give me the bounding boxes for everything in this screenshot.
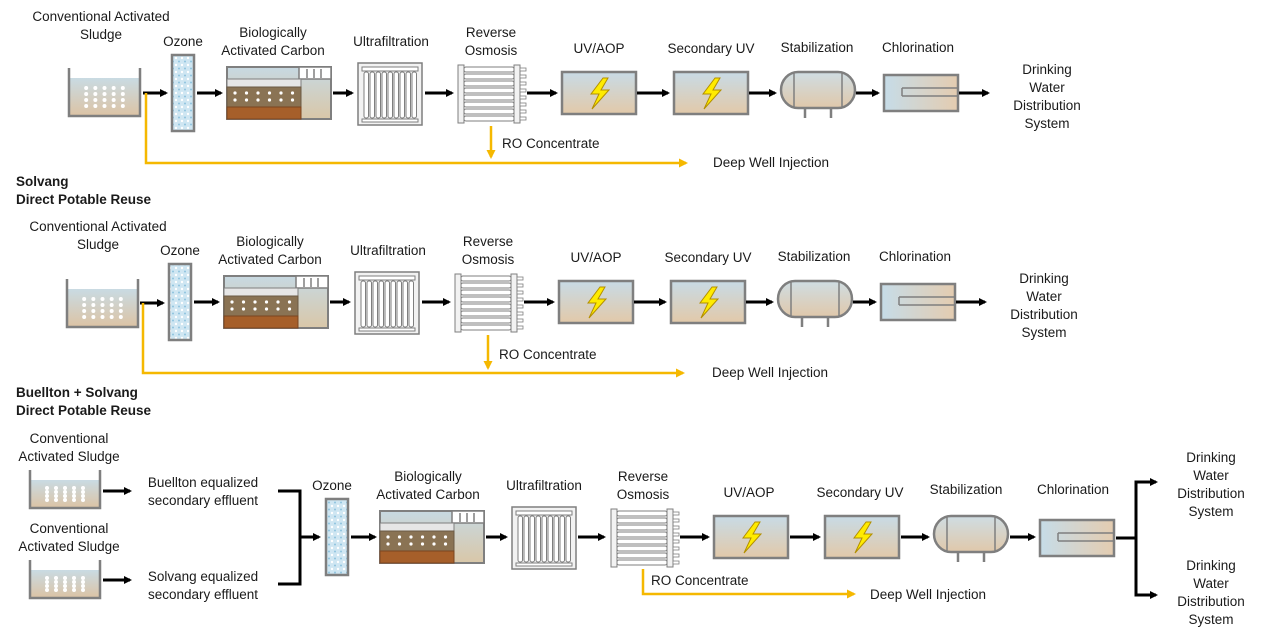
s2-stabilization-tank xyxy=(932,514,1010,562)
s1-activated-sludge-tank xyxy=(65,279,140,329)
s2-arrow-dwds-upper xyxy=(1134,478,1158,538)
s1-uf-module xyxy=(354,271,420,335)
s0-ro-membranes xyxy=(457,64,527,124)
s1-ozone-label: Ozone xyxy=(160,243,200,258)
s2-secondary-uv-label: Secondary UV xyxy=(816,485,903,500)
s1-uvaop-label: UV/AOP xyxy=(570,250,621,265)
s0-bac-filter xyxy=(226,66,332,120)
s0-chlorination-label: Chlorination xyxy=(882,40,954,55)
s1-deep-well-injection-label: Deep Well Injection xyxy=(712,365,828,380)
s0-activated-sludge-tank xyxy=(67,68,142,118)
s1-ro-membranes xyxy=(454,273,524,333)
s1-ozone-column xyxy=(167,262,193,342)
s2-uvaop-label: UV/AOP xyxy=(723,485,774,500)
s0-stabilization-label: Stabilization xyxy=(781,40,854,55)
s1-stabilization-label: Stabilization xyxy=(778,249,851,264)
s0-uf-label: Ultrafiltration xyxy=(353,34,429,49)
s0-ro-concentrate-label: RO Concentrate xyxy=(502,136,600,151)
s0-deep-well-injection-line xyxy=(144,93,688,168)
s2-bac-filter xyxy=(379,510,485,564)
s0-uvaop-reactor xyxy=(560,70,638,116)
s2-uvaop-reactor xyxy=(712,514,790,560)
s0-uf-module xyxy=(357,62,423,126)
s0-secondary-uv-reactor xyxy=(672,70,750,116)
s1-secondary-uv-reactor xyxy=(669,279,747,325)
s2-ro-membranes xyxy=(610,508,680,568)
s2-ozone-label: Ozone xyxy=(312,478,352,493)
s2-chlorination-basin xyxy=(1038,518,1116,558)
s1-ro-concentrate-label: RO Concentrate xyxy=(499,347,597,362)
s1-secondary-uv-label: Secondary UV xyxy=(664,250,751,265)
s0-secondary-uv-label: Secondary UV xyxy=(667,41,754,56)
s0-chlorination-basin xyxy=(882,73,960,113)
s2-uf-module xyxy=(511,506,577,570)
s0-deep-well-injection-label: Deep Well Injection xyxy=(713,155,829,170)
s2-buellton-sludge-tank xyxy=(28,470,102,510)
s2-chlorination-label: Chlorination xyxy=(1037,482,1109,497)
s0-uvaop-label: UV/AOP xyxy=(573,41,624,56)
s2-secondary-uv-reactor xyxy=(823,514,901,560)
s2-ozone-column xyxy=(324,497,350,577)
s1-stabilization-tank xyxy=(776,279,854,327)
s1-bac-filter xyxy=(223,275,329,329)
s0-ozone-column xyxy=(170,53,196,133)
s2-ro-concentrate-label: RO Concentrate xyxy=(651,573,749,588)
s2-deep-well-injection-label: Deep Well Injection xyxy=(870,587,986,602)
s0-ozone-label: Ozone xyxy=(163,34,203,49)
s2-uf-label: Ultrafiltration xyxy=(506,478,582,493)
s2-ro-concentrate-line xyxy=(641,569,856,599)
s2-merge-bracket xyxy=(278,489,302,586)
s0-stabilization-tank xyxy=(779,70,857,118)
s1-deep-well-injection-line xyxy=(141,303,685,378)
s1-uvaop-reactor xyxy=(557,279,635,325)
s2-arrow-dwds-lower xyxy=(1134,538,1158,599)
s1-chlorination-label: Chlorination xyxy=(879,249,951,264)
s2-stabilization-label: Stabilization xyxy=(930,482,1003,497)
s1-chlorination-basin xyxy=(879,282,957,322)
s1-uf-label: Ultrafiltration xyxy=(350,243,426,258)
s2-solvang-sludge-tank xyxy=(28,560,102,600)
